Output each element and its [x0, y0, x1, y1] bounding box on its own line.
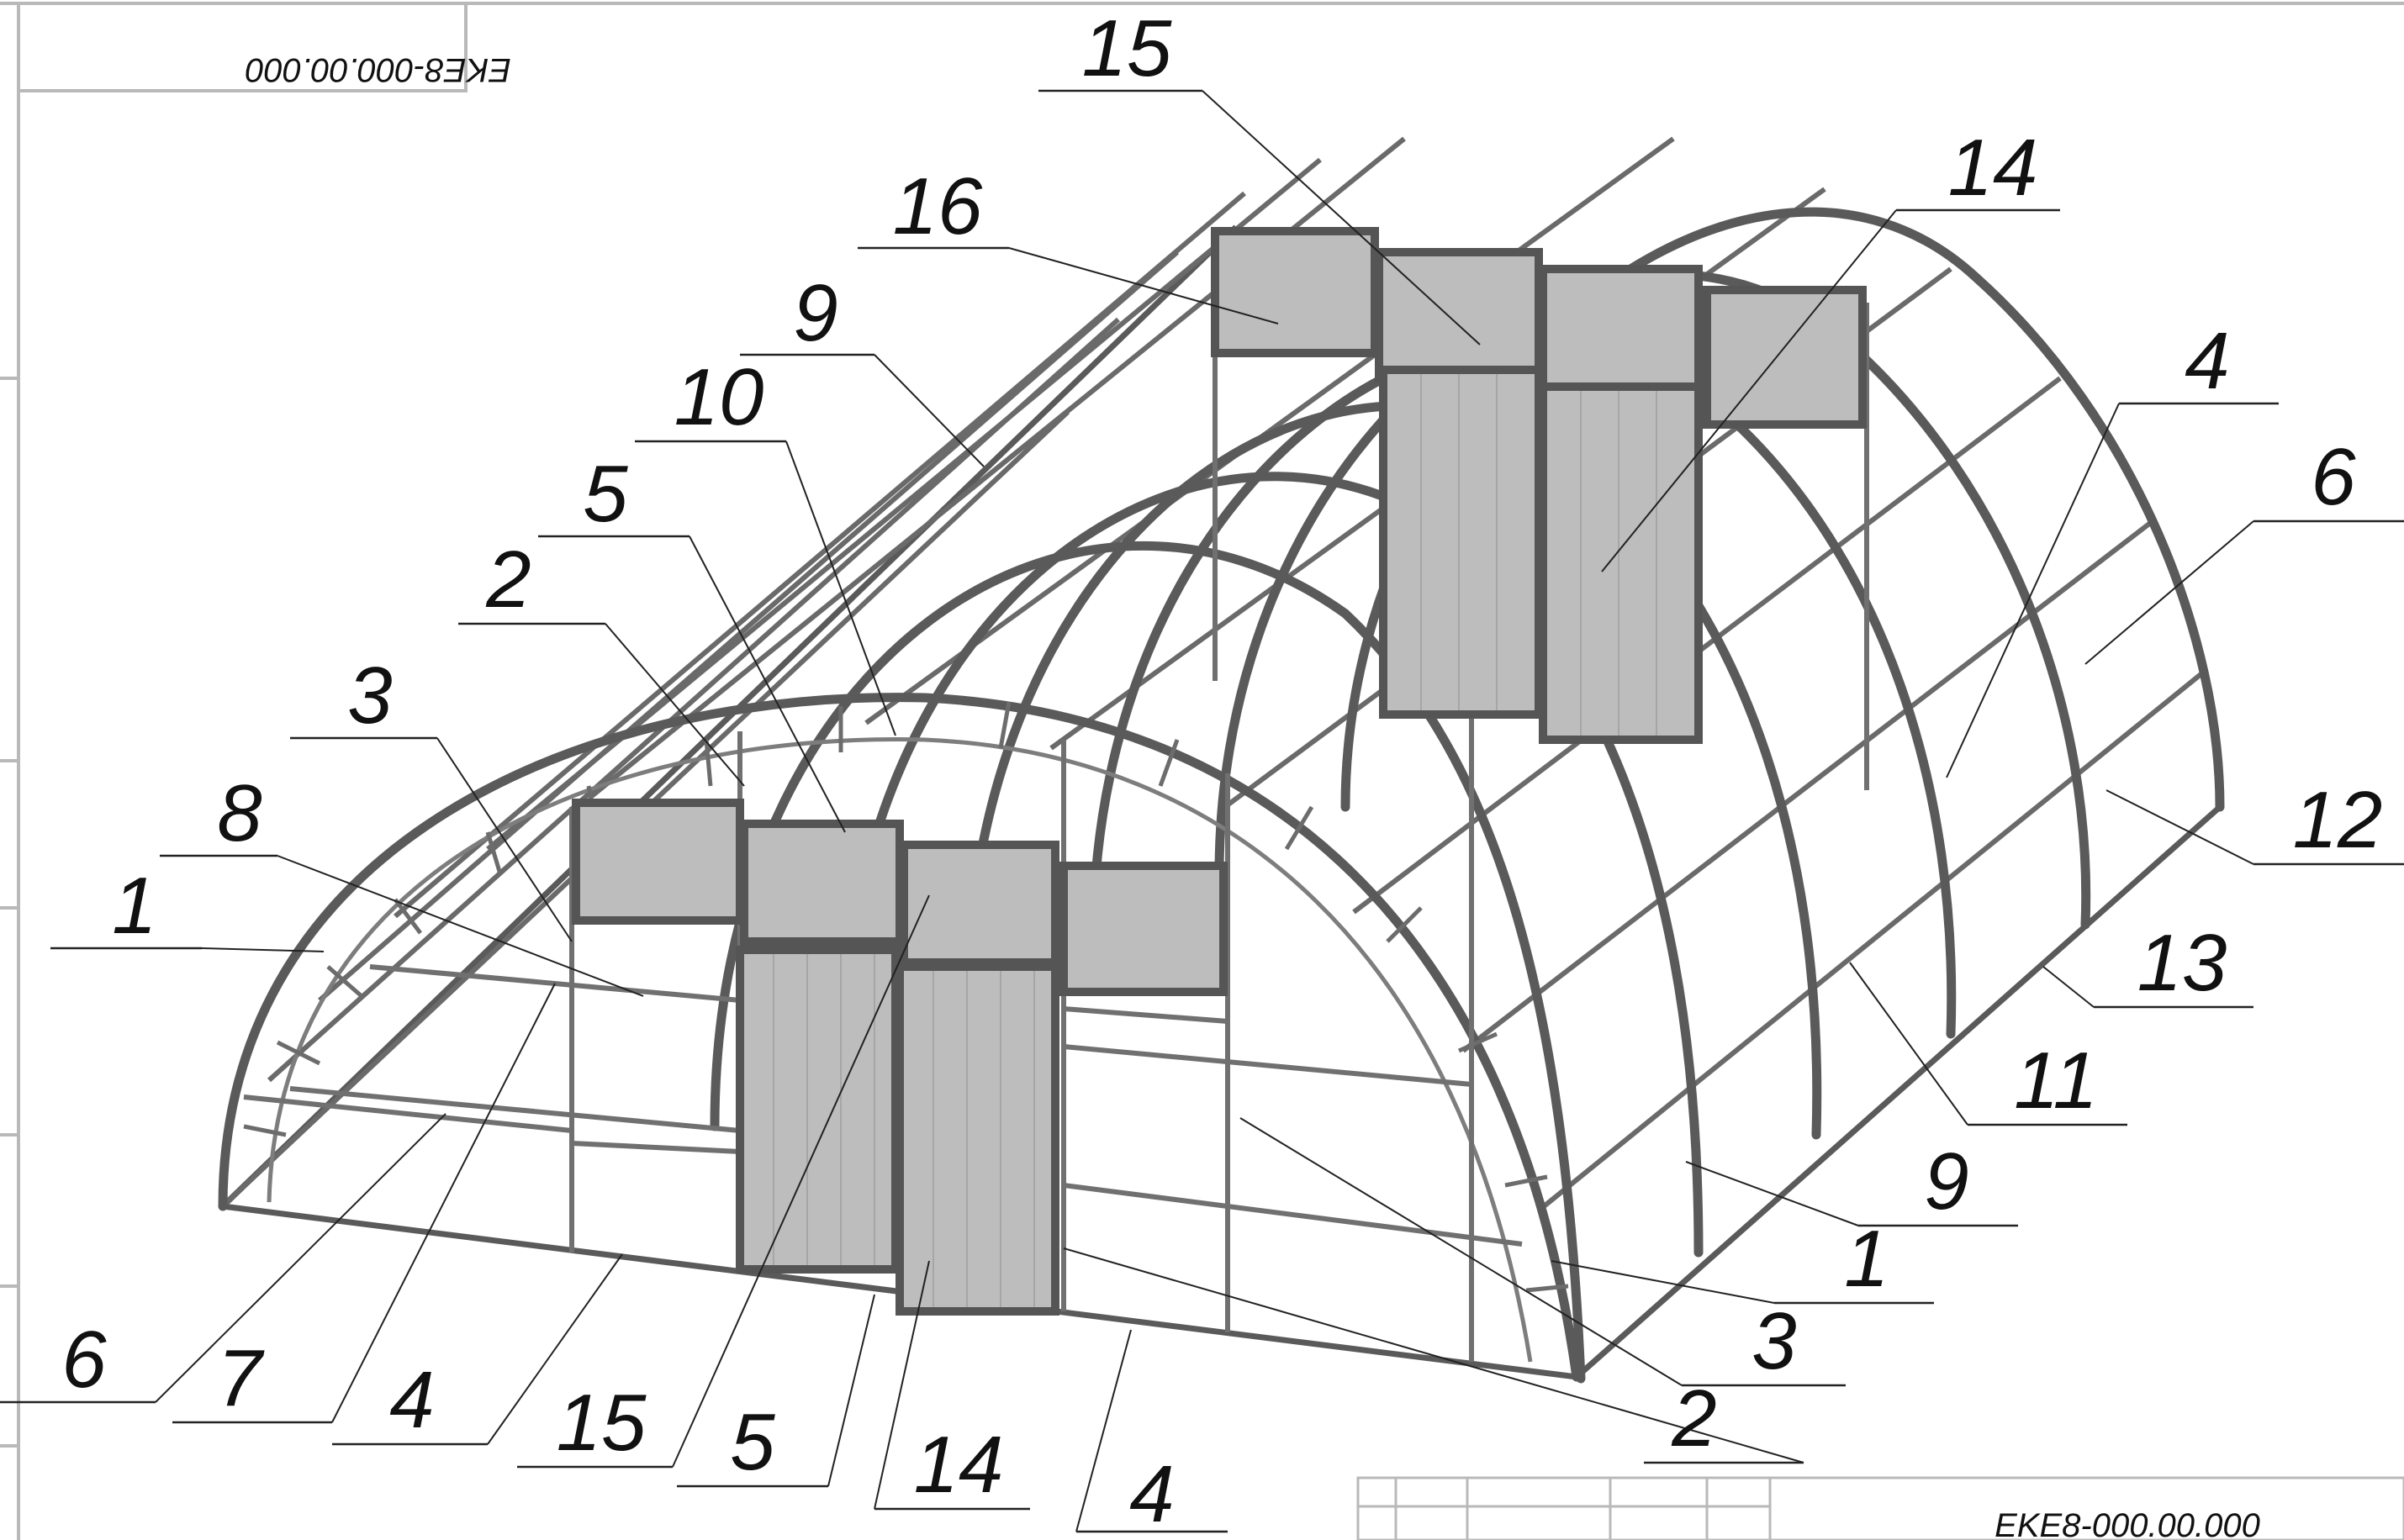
callout-2-top: 2: [458, 535, 745, 787]
callout-11: 11: [1849, 962, 2127, 1126]
svg-text:4: 4: [1129, 1449, 1174, 1539]
front-gable-panels: [572, 799, 1228, 1316]
callout-9-bottom: 9: [1685, 1137, 2018, 1227]
purlins: [220, 136, 2205, 1213]
callout-6-right: 6: [2084, 432, 2404, 665]
callout-4-bottom-left: 4: [332, 1253, 623, 1446]
svg-text:16: 16: [893, 161, 983, 251]
svg-text:4: 4: [2185, 316, 2229, 406]
svg-text:13: 13: [2137, 918, 2227, 1008]
title-block: EKE8-000.00.000: [1356, 1476, 2404, 1540]
top-drawing-code: EKE8-000.00.000: [246, 51, 511, 88]
callout-10: 10: [635, 352, 896, 736]
svg-text:15: 15: [1082, 3, 1172, 93]
svg-text:8: 8: [217, 768, 262, 858]
svg-text:6: 6: [2311, 432, 2356, 522]
callout-12: 12: [2105, 775, 2404, 866]
svg-text:15: 15: [557, 1378, 647, 1468]
callout-15-bottom: 15: [517, 894, 930, 1469]
callouts: 15 14 16 9 10 4 6: [0, 3, 2404, 1539]
svg-text:6: 6: [61, 1315, 107, 1405]
callout-5-bottom: 5: [677, 1294, 875, 1488]
svg-text:10: 10: [674, 352, 764, 442]
svg-text:5: 5: [730, 1397, 775, 1487]
callout-9-top: 9: [740, 268, 985, 467]
callout-2-bottom: 2: [1063, 1247, 1804, 1464]
svg-text:14: 14: [1948, 123, 2038, 213]
svg-text:1: 1: [1844, 1214, 1889, 1304]
svg-text:1: 1: [112, 861, 156, 951]
svg-text:2: 2: [1671, 1374, 1716, 1464]
svg-text:9: 9: [1924, 1137, 1968, 1226]
svg-text:4: 4: [389, 1355, 434, 1445]
svg-text:3: 3: [347, 651, 392, 741]
callout-1-bottom: 1: [1551, 1214, 1934, 1305]
callout-13: 13: [2042, 918, 2253, 1009]
ridge-left-rail: [220, 224, 1239, 1209]
front-gable-framing: [243, 731, 1523, 1362]
callout-16: 16: [858, 161, 1279, 324]
side-base-rail: [1574, 804, 2222, 1379]
callout-4-bottom: 4: [1075, 1329, 1228, 1539]
callout-7: 7: [172, 983, 556, 1424]
svg-text:14: 14: [914, 1420, 1004, 1510]
svg-text:2: 2: [485, 535, 531, 625]
callout-5-top: 5: [538, 449, 846, 833]
top-code-stamp: EKE8-000.00.000: [17, 2, 511, 92]
callout-4-top-right: 4: [1946, 316, 2279, 778]
svg-text:9: 9: [793, 268, 837, 358]
svg-text:12: 12: [2293, 775, 2383, 865]
svg-text:11: 11: [2014, 1036, 2098, 1126]
callout-14-top: 14: [1601, 123, 2060, 572]
front-arch: [218, 693, 1582, 1382]
svg-text:5: 5: [583, 449, 628, 539]
greenhouse-frame: [218, 136, 2225, 1384]
callout-8: 8: [160, 768, 644, 997]
callout-3-top: 3: [290, 651, 573, 942]
svg-text:7: 7: [217, 1333, 265, 1423]
bottom-drawing-code: EKE8-000.00.000: [1995, 1507, 2260, 1540]
svg-text:3: 3: [1751, 1296, 1796, 1386]
callout-15-top: 15: [1038, 3, 1481, 345]
callout-14-bottom: 14: [874, 1260, 1030, 1511]
rear-gable-panels: [1211, 227, 1867, 744]
callout-1-left: 1: [50, 861, 325, 952]
callout-3-bottom: 3: [1239, 1117, 1846, 1387]
callout-6-bottom-left: 6: [0, 1113, 446, 1405]
